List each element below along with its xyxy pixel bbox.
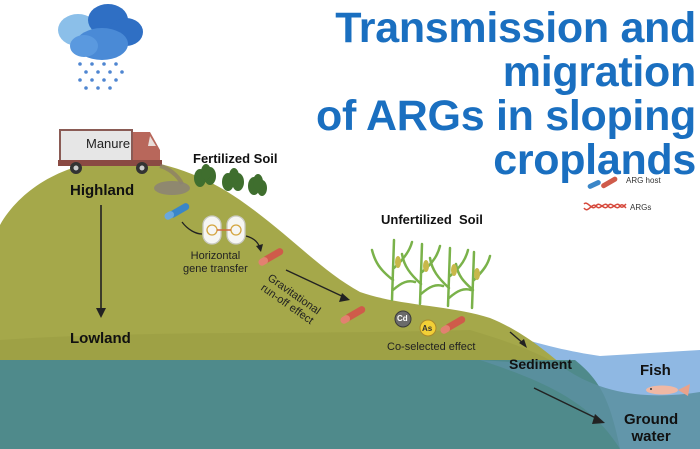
manure-label: Manure	[86, 136, 131, 151]
fish-label: Fish	[640, 362, 671, 379]
groundwater-arrow	[533, 387, 605, 424]
legend-arg-host-icon	[587, 176, 618, 189]
rain-cloud-icon	[58, 4, 143, 60]
horizontal-gene-transfer-label: Horizontal gene transfer	[183, 250, 248, 275]
corn-plants-icon	[370, 238, 492, 310]
sediment-label: Sediment	[509, 356, 573, 372]
fertilized-soil-label: Fertilized Soil	[193, 151, 278, 166]
title-line-1: Transmission and migration	[335, 4, 696, 96]
rain-drops-icon	[78, 62, 124, 90]
gravitational-runoff-arrow	[285, 269, 350, 302]
arg-host-red-icon-3	[440, 316, 466, 334]
legend-args-label: ARGs	[630, 203, 652, 212]
water-deep	[480, 360, 700, 449]
cadmium-icon	[394, 310, 412, 328]
corn-cobs	[395, 256, 480, 280]
hgt-arrow-in	[181, 221, 203, 235]
ground-water-label: Ground water	[624, 411, 679, 445]
unfertilized-soil-label: Unfertilized Soil	[381, 212, 483, 227]
title-line-3: croplands	[493, 136, 696, 184]
water-band	[0, 360, 620, 449]
co-selected-effect-label: Co-selected effect	[387, 341, 476, 353]
highland-label: Highland	[70, 182, 135, 199]
highland-lowland-arrow	[96, 205, 106, 318]
page-title: Transmission and migration of ARGs in sl…	[136, 6, 696, 182]
sediment-arrow	[509, 331, 527, 348]
hgt-plasmid-icon	[202, 215, 246, 245]
arg-host-red-icon-2	[340, 306, 366, 324]
cadmium-label: Cd	[397, 314, 408, 323]
fish-icon	[646, 384, 690, 396]
legend-arg-host-label: ARG host	[626, 176, 661, 185]
arsenic-label: As	[422, 324, 433, 333]
arsenic-icon	[419, 319, 437, 337]
lowland-label: Lowland	[70, 330, 131, 347]
title-line-2: of ARGs in sloping	[316, 92, 696, 140]
manure-pile	[154, 164, 190, 195]
crop-plants-fertilized-icon	[194, 164, 267, 196]
arg-host-blue-icon	[164, 203, 190, 220]
arg-host-red-icon	[258, 248, 284, 266]
manure-truck-icon	[58, 129, 162, 174]
legend-args-icon	[583, 202, 627, 211]
